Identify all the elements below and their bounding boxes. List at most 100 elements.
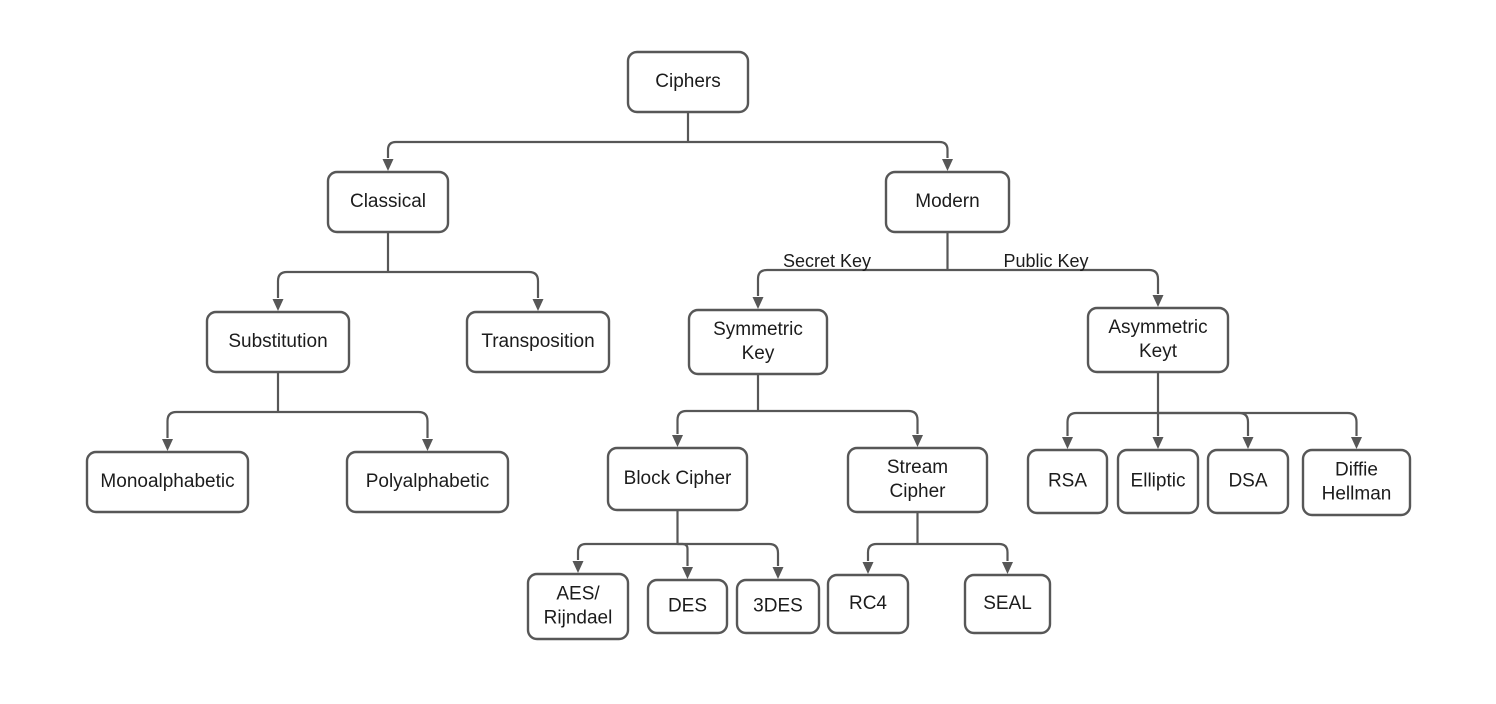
node-label-monoalphabetic: Monoalphabetic [100, 471, 234, 492]
node-transposition[interactable]: Transposition [465, 310, 611, 374]
node-rsa[interactable]: RSA [1026, 448, 1109, 515]
node-label-diffie-hellman: Diffie [1335, 460, 1378, 481]
edge-line [166, 410, 278, 438]
edge-ciphers-to-modern [688, 140, 953, 171]
node-modern[interactable]: Modern [884, 170, 1011, 234]
node-label-des: DES [668, 596, 707, 617]
edge-asymmetric-key-to-elliptic [1152, 413, 1164, 449]
node-classical[interactable]: Classical [326, 170, 450, 234]
node-seal[interactable]: SEAL [963, 573, 1052, 635]
node-label-classical: Classical [350, 191, 426, 212]
node-box-des[interactable] [646, 578, 729, 635]
edge-substitution-to-polyalphabetic [278, 410, 433, 451]
node-box-seal[interactable] [963, 573, 1052, 635]
arrowhead-icon [912, 435, 923, 447]
node-label-stream-cipher: Stream [887, 457, 948, 478]
node-label-transposition: Transposition [481, 331, 594, 352]
arrowhead-icon [1062, 437, 1073, 449]
edge-line [917, 542, 1009, 561]
arrowhead-icon [422, 439, 433, 451]
node-box-stream-cipher[interactable] [846, 446, 989, 514]
arrowhead-icon [382, 159, 394, 171]
node-box-block-cipher[interactable] [606, 446, 749, 512]
node-label-symmetric-key: Key [742, 343, 775, 364]
label-public-key: Public Key [1003, 251, 1088, 271]
edge-modern-to-symmetric-key [752, 268, 948, 309]
arrowhead-icon [532, 299, 544, 311]
node-box-elliptic[interactable] [1116, 448, 1200, 515]
node-box-classical[interactable] [326, 170, 450, 234]
arrowhead-icon [1242, 437, 1254, 449]
arrowhead-icon [1002, 562, 1013, 574]
edge-ciphers-to-classical [382, 140, 688, 171]
arrowhead-icon [162, 439, 173, 451]
node-3des[interactable]: 3DES [735, 578, 821, 635]
arrowhead-icon [1152, 437, 1164, 449]
node-box-transposition[interactable] [465, 310, 611, 374]
arrowhead-icon [672, 435, 683, 447]
edge-block-cipher-to-3des [677, 542, 784, 579]
node-aes-rijndael[interactable]: AES/Rijndael [526, 572, 630, 641]
node-label-3des: 3DES [753, 596, 803, 617]
edge-line [677, 542, 689, 566]
node-box-diffie-hellman[interactable] [1301, 448, 1412, 517]
edge-line [388, 270, 540, 298]
edge-line [677, 542, 780, 566]
node-box-asymmetric-key[interactable] [1086, 306, 1230, 374]
edge-line [1158, 411, 1250, 436]
node-box-polyalphabetic[interactable] [345, 450, 510, 514]
edge-line [758, 409, 919, 434]
node-label-diffie-hellman: Hellman [1322, 484, 1392, 505]
node-box-ciphers[interactable] [626, 50, 750, 114]
edge-line [756, 268, 948, 296]
edge-asymmetric-key-to-diffie-hellman [1158, 411, 1362, 449]
node-box-aes-rijndael[interactable] [526, 572, 630, 641]
label-secret-key: Secret Key [783, 251, 871, 271]
arrowhead-icon [682, 567, 693, 579]
node-box-3des[interactable] [735, 578, 821, 635]
node-polyalphabetic[interactable]: Polyalphabetic [345, 450, 510, 514]
node-label-dsa: DSA [1228, 471, 1267, 492]
edge-line [386, 140, 688, 158]
edge-block-cipher-to-aes-rijndael [572, 542, 678, 573]
edge-line [866, 542, 918, 561]
node-box-symmetric-key[interactable] [687, 308, 829, 376]
node-box-rsa[interactable] [1026, 448, 1109, 515]
node-block-cipher[interactable]: Block Cipher [606, 446, 749, 512]
node-label-block-cipher: Block Cipher [624, 468, 732, 489]
edge-line [278, 410, 429, 438]
node-box-modern[interactable] [884, 170, 1011, 234]
node-monoalphabetic[interactable]: Monoalphabetic [85, 450, 250, 514]
node-ciphers[interactable]: Ciphers [626, 50, 750, 114]
node-box-dsa[interactable] [1206, 448, 1290, 515]
node-box-substitution[interactable] [205, 310, 351, 374]
node-rc4[interactable]: RC4 [826, 573, 910, 635]
node-label-seal: SEAL [983, 593, 1032, 614]
edge-symmetric-key-to-stream-cipher [758, 409, 923, 447]
node-dsa[interactable]: DSA [1206, 448, 1290, 515]
arrowhead-icon [272, 299, 284, 311]
edge-asymmetric-key-to-rsa [1062, 411, 1158, 449]
node-label-rc4: RC4 [849, 593, 887, 614]
edge-stream-cipher-to-seal [917, 542, 1013, 574]
arrowhead-icon [752, 297, 764, 309]
node-elliptic[interactable]: Elliptic [1116, 448, 1200, 515]
node-label-rsa: RSA [1048, 471, 1087, 492]
node-box-rc4[interactable] [826, 573, 910, 635]
node-des[interactable]: DES [646, 578, 729, 635]
edge-labels-layer: Secret Key Public Key [783, 251, 1089, 271]
node-substitution[interactable]: Substitution [205, 310, 351, 374]
edge-substitution-to-monoalphabetic [162, 410, 278, 451]
node-box-monoalphabetic[interactable] [85, 450, 250, 514]
edge-line [1158, 411, 1358, 436]
edge-line [1066, 411, 1158, 436]
edge-line [947, 268, 1160, 294]
edge-line [276, 270, 388, 298]
edge-classical-to-substitution [272, 270, 388, 311]
